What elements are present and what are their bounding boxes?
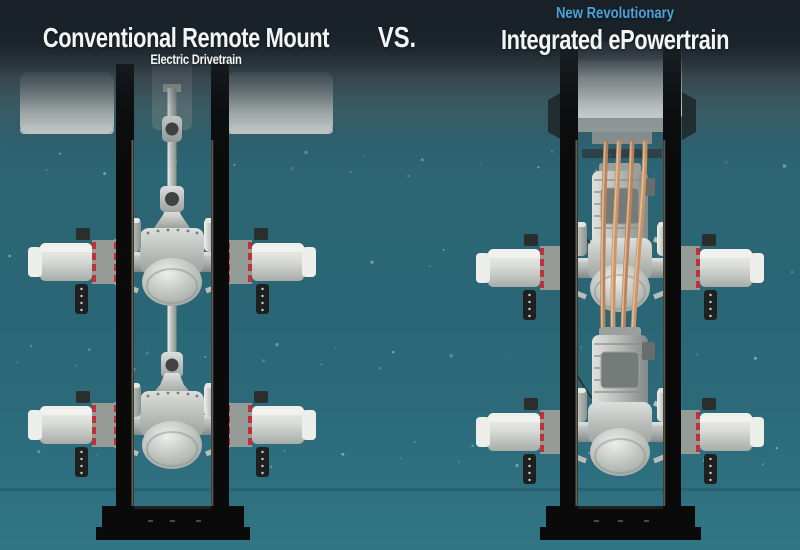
frame-rail — [211, 64, 229, 510]
rear-eaxle — [476, 327, 764, 484]
panel-conventional — [20, 54, 333, 540]
frame-rail — [116, 64, 134, 510]
floor-line — [0, 488, 800, 491]
frame-rail — [560, 46, 578, 510]
frame-rail — [663, 46, 681, 510]
rear-axle-conventional — [28, 373, 316, 477]
chassis-frame-left — [96, 64, 250, 540]
panel-integrated — [476, 42, 764, 540]
front-eaxle — [476, 163, 764, 320]
